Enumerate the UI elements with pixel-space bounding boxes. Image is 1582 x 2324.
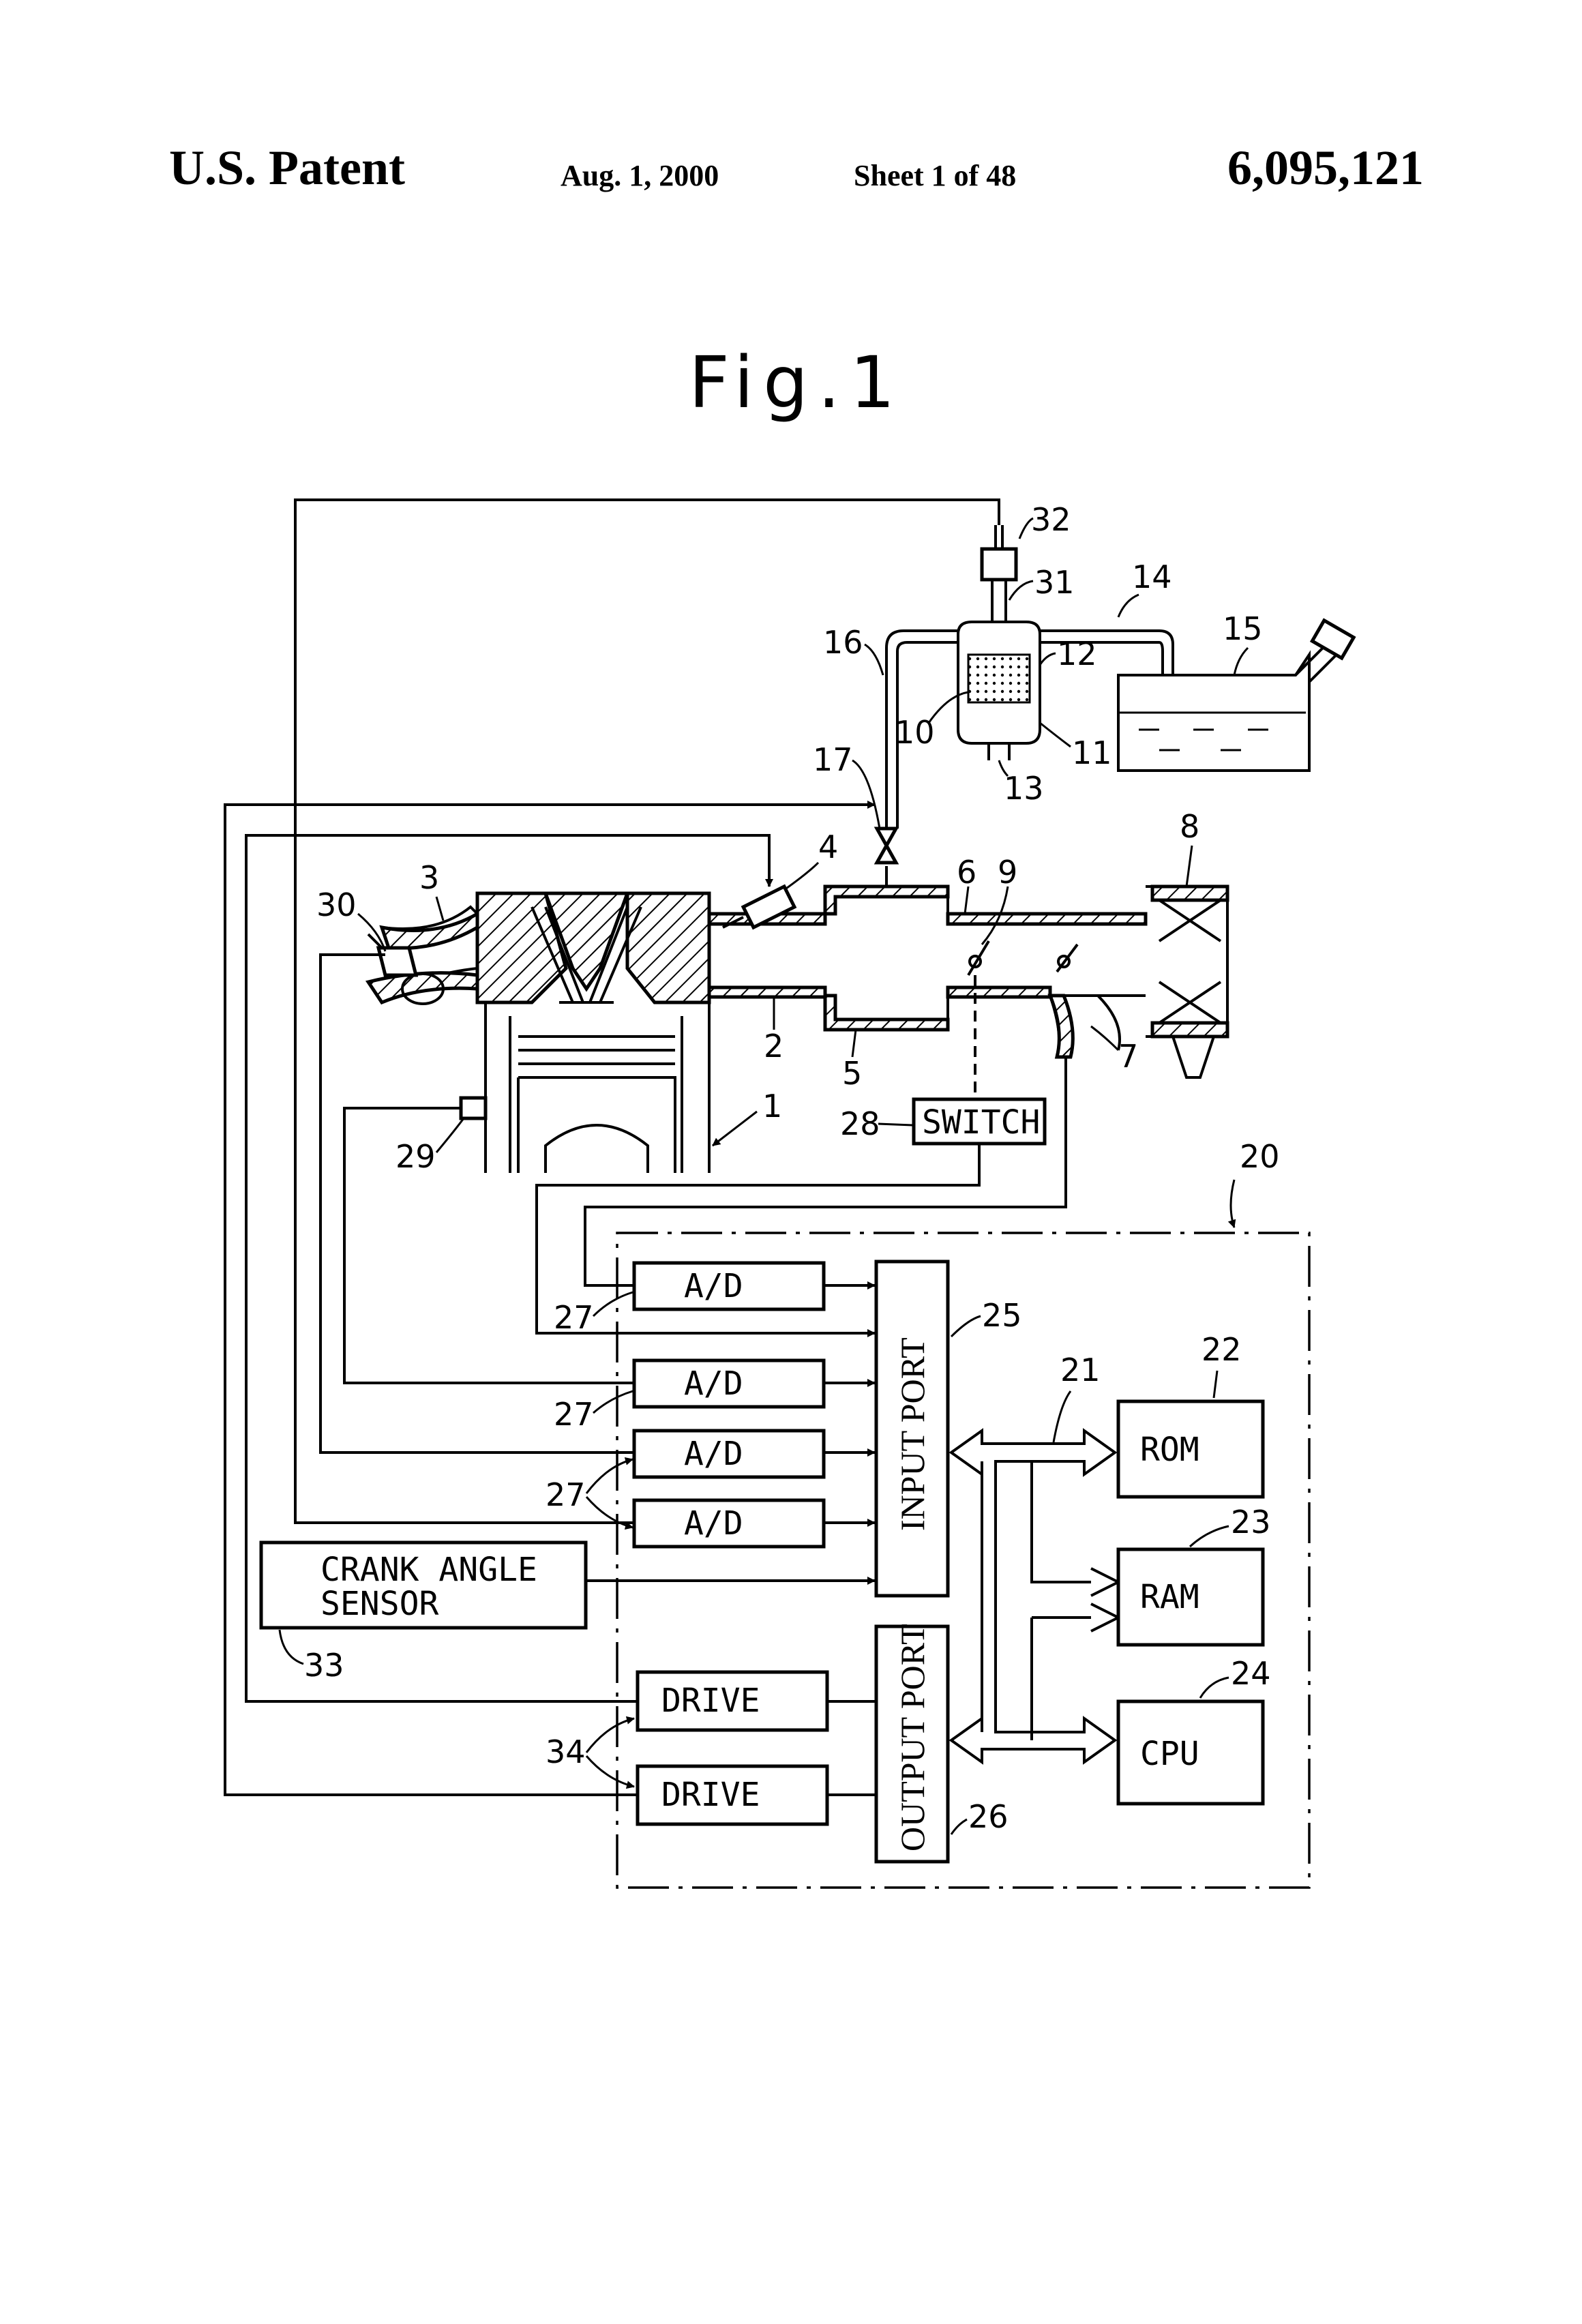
ref-33: 33 [304,1647,344,1684]
rom-label: ROM [1140,1431,1199,1469]
ref-15: 15 [1223,610,1263,647]
ref-1: 1 [762,1088,782,1124]
ref-26: 26 [968,1798,1009,1835]
ad-label-4: A/D [684,1504,743,1543]
ad-label-2: A/D [684,1365,743,1403]
crank-angle-sensor: CRANK ANGLE SENSOR 33 [261,1543,875,1684]
cpu-label: CPU [1140,1735,1199,1773]
drive-label-2: DRIVE [661,1776,760,1814]
output-port-label: OUTPUT PORT [893,1624,931,1851]
ref-8: 8 [1180,808,1199,845]
ref-28: 28 [840,1105,880,1142]
ref-4: 4 [818,829,838,865]
crank-label-line1: CRANK ANGLE [320,1551,537,1589]
ref-32: 32 [1031,501,1071,538]
ref-3: 3 [419,859,439,896]
ref-21: 21 [1060,1352,1101,1388]
ref-22: 22 [1202,1331,1242,1368]
ref-10: 10 [895,714,935,751]
ref-6: 6 [957,854,976,891]
ref-17: 17 [813,741,853,778]
ref-27-c: 27 [546,1476,586,1513]
ref-14: 14 [1132,558,1172,595]
ref-27-b: 27 [554,1396,594,1433]
ref-25: 25 [982,1297,1022,1334]
ref-9: 9 [998,854,1017,891]
ref-24: 24 [1231,1655,1271,1692]
ref-12: 12 [1057,636,1097,672]
ram-label: RAM [1140,1578,1199,1616]
drive-label-1: DRIVE [661,1682,760,1720]
reference-numerals: 32 31 14 15 16 12 10 11 13 17 4 3 30 6 9… [316,501,1263,1175]
ref-16: 16 [823,624,863,661]
ref-13: 13 [1004,770,1044,807]
switch-28: SWITCH 28 [840,975,1045,1144]
ref-5: 5 [842,1055,862,1092]
ref-30: 30 [316,887,357,923]
ref-7: 7 [1118,1038,1138,1075]
ref-20: 20 [1240,1138,1280,1175]
ref-11: 11 [1072,734,1112,771]
ref-27-a: 27 [554,1299,594,1336]
ecu-20: 20 A/D A/D A/D A/D INPUT PORT 25 OUTPUT … [546,1138,1309,1888]
ref-34: 34 [546,1733,586,1770]
ref-29: 29 [395,1138,436,1175]
ad-label-3: A/D [684,1435,743,1473]
crank-label-line2: SENSOR [320,1585,438,1623]
ad-label-1: A/D [684,1267,743,1305]
input-port-label: INPUT PORT [893,1337,931,1531]
switch-label: SWITCH [922,1103,1040,1142]
ref-2: 2 [764,1028,783,1064]
ref-23: 23 [1231,1504,1271,1540]
ref-31: 31 [1034,564,1075,601]
